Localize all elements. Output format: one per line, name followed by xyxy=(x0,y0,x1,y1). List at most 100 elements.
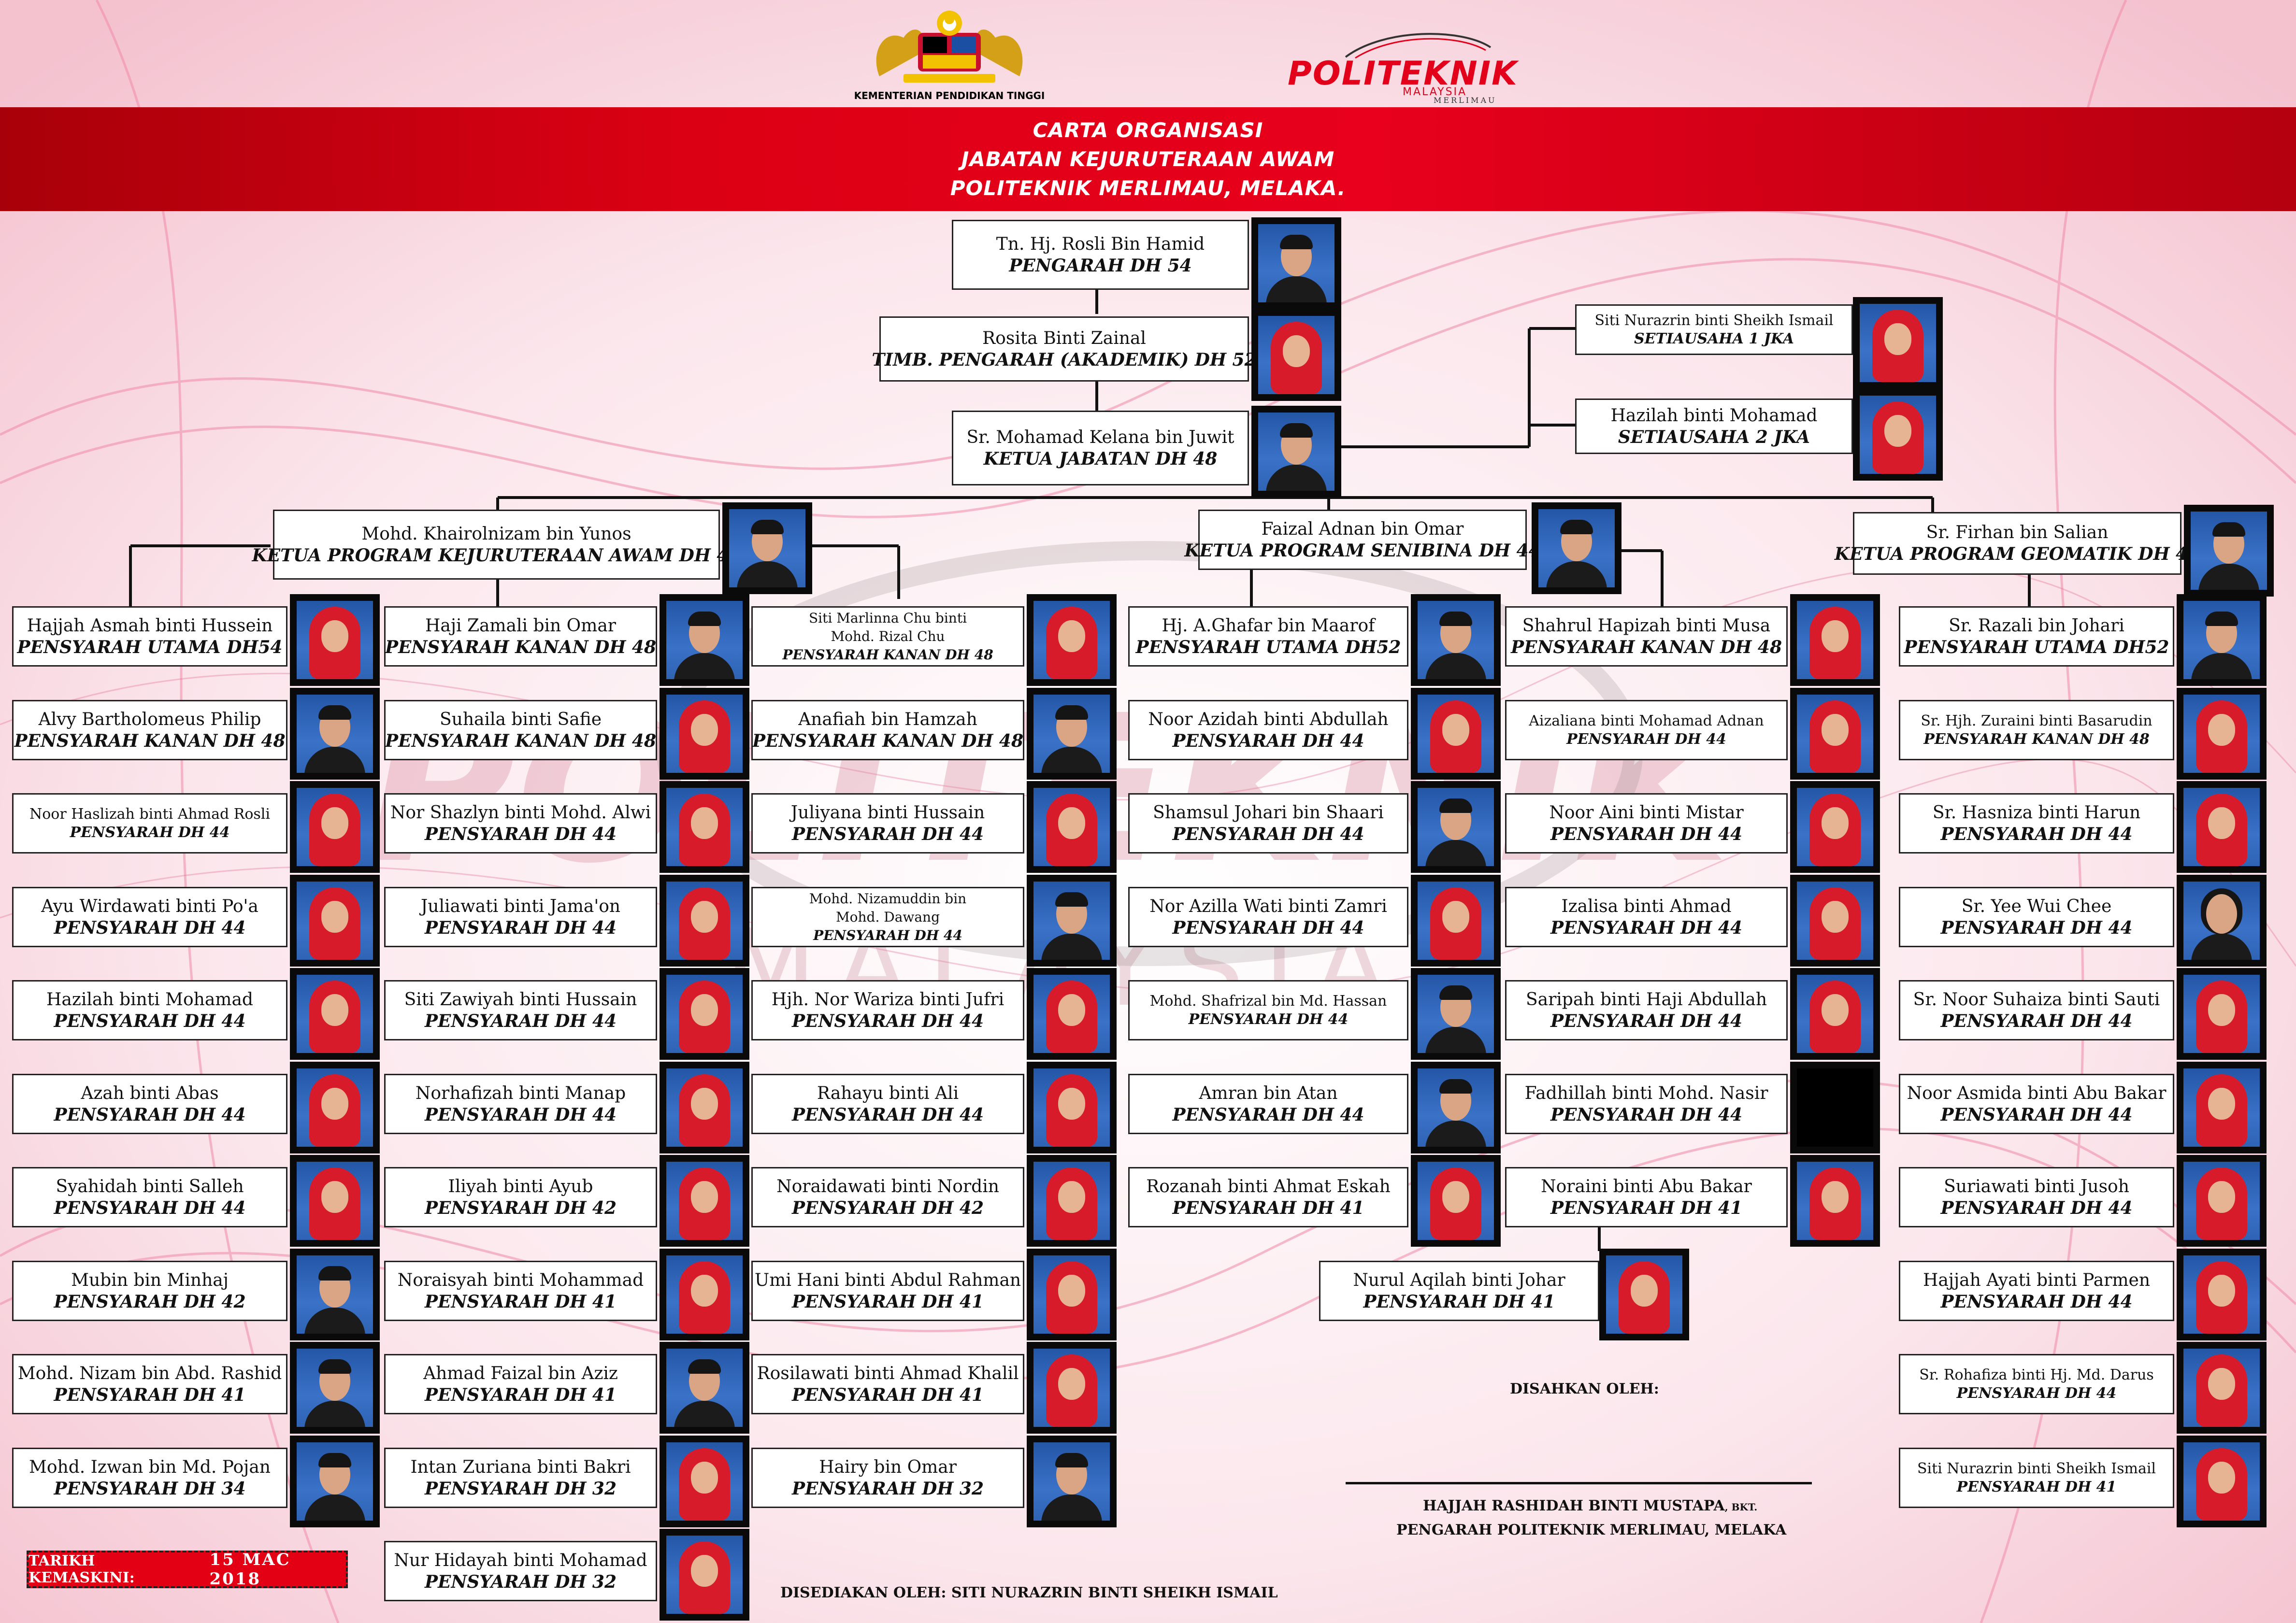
position-title: PENSYARAH KANAN DH 48 xyxy=(782,646,993,663)
position-title: PENSYARAH DH 44 xyxy=(1550,917,1742,938)
person-name: Rosita Binti Zainal xyxy=(982,328,1146,348)
position-title: PENSYARAH DH 44 xyxy=(424,1011,617,1031)
secretary-2-photo xyxy=(1853,389,1943,481)
position-title: PENSYARAH DH 44 xyxy=(54,1011,246,1031)
lecturer-photo xyxy=(2177,875,2267,967)
lecturer-photo xyxy=(2177,781,2267,873)
position-title: PENSYARAH DH 44 xyxy=(1940,824,2133,844)
lecturer-photo xyxy=(1027,1062,1117,1153)
position-title: PENSYARAH DH 41 xyxy=(1550,1197,1742,1218)
person-name: Noor Aini binti Mistar xyxy=(1549,802,1744,823)
lecturer-photo xyxy=(290,1342,380,1434)
position-title: TIMB. PENGARAH (AKADEMIK) DH 52 xyxy=(872,349,1257,370)
person-name: Hajjah Asmah binti Hussein xyxy=(27,615,273,636)
logo-swoosh-icon xyxy=(1345,33,1492,59)
lecturer-photo xyxy=(660,875,749,967)
position-title: PENSYARAH UTAMA DH54 xyxy=(17,637,283,657)
lecturer-photo xyxy=(290,968,380,1060)
program-head-photo-2 xyxy=(1532,502,1622,594)
person-name: Hjh. Nor Wariza binti Jufri xyxy=(771,989,1004,1010)
person-name: Siti Nurazrin binti Sheikh Ismail xyxy=(1594,312,1834,329)
lecturer-photo xyxy=(1599,1249,1689,1340)
update-date-label: TARIKH KEMASKINI: xyxy=(29,1552,135,1586)
secretary-1-photo xyxy=(1853,297,1943,389)
program-head-photo-1 xyxy=(722,502,812,594)
position-title: PENSYARAH KANAN DH 48 xyxy=(385,730,657,751)
lecturer-photo xyxy=(290,1436,380,1527)
position-title: PENSYARAH DH 44 xyxy=(1940,1291,2133,1312)
lecturer-photo xyxy=(1027,968,1117,1060)
lecturer-photo xyxy=(290,594,380,686)
lecturer-photo xyxy=(1027,1436,1117,1527)
person-name: Sr. Razali bin Johari xyxy=(1949,615,2124,636)
lecturer-photo xyxy=(660,1155,749,1247)
position-title: PENSYARAH KANAN DH 48 xyxy=(14,730,286,751)
lecturer-photo xyxy=(2177,968,2267,1060)
lecturer-photo xyxy=(660,1062,749,1153)
person-name: Mohd. Shafrizal bin Md. Hassan xyxy=(1149,992,1387,1010)
position-title: PENSYARAH DH 41 xyxy=(1363,1291,1555,1312)
lecturer-photo xyxy=(660,968,749,1060)
position-title: PENSYARAH DH 41 xyxy=(791,1291,984,1312)
lecturer-photo xyxy=(2177,1062,2267,1153)
lecturer-photo xyxy=(1411,688,1501,780)
position-title: PENSYARAH DH 41 xyxy=(791,1384,984,1405)
position-title: PENSYARAH DH 44 xyxy=(1940,1197,2133,1218)
person-name: Shamsul Johari bin Shaari xyxy=(1153,802,1384,823)
lecturer-photo xyxy=(660,1342,749,1434)
position-title: PENSYARAH DH 42 xyxy=(791,1197,984,1218)
position-title: PENSYARAH KANAN DH 48 xyxy=(1510,637,1782,657)
position-title: PENSYARAH DH 44 xyxy=(54,1104,246,1125)
lecturer-photo xyxy=(290,781,380,873)
title-line-3: POLITEKNIK MERLIMAU, MELAKA. xyxy=(950,176,1346,200)
approver-name: HAJJAH RASHIDAH BINTI MUSTAPA, BKT. xyxy=(1423,1497,1758,1514)
lecturer-photo xyxy=(1790,781,1880,873)
position-title: PENSYARAH DH 44 xyxy=(813,927,962,943)
position-title: PENSYARAH DH 44 xyxy=(791,1104,984,1125)
person-name: Siti Nurazrin binti Sheikh Ismail xyxy=(1917,1460,2156,1477)
person-name: Shahrul Hapizah binti Musa xyxy=(1522,615,1771,636)
person-name: Faizal Adnan bin Omar xyxy=(1261,519,1464,539)
ministry-label: KEMENTERIAN PENDIDIKAN TINGGI xyxy=(854,90,1045,101)
position-title: PENSYARAH DH 44 xyxy=(54,917,246,938)
person-name: Noor Asmida binti Abu Bakar xyxy=(1907,1083,2167,1103)
lecturer-photo xyxy=(1790,688,1880,780)
lecturer-photo xyxy=(1790,1155,1880,1247)
lecturer-photo xyxy=(2177,688,2267,780)
position-title: KETUA PROGRAM GEOMATIK DH 44 xyxy=(1834,544,2200,564)
position-title: PENSYARAH KANAN DH 48 xyxy=(752,730,1024,751)
person-name: Sr. Mohamad Kelana bin Juwit xyxy=(966,427,1234,447)
person-name: Haji Zamali bin Omar xyxy=(425,615,617,636)
person-name: Mohd. Nizam bin Abd. Rashid xyxy=(17,1363,282,1383)
person-name: Hazilah binti Mohamad xyxy=(1610,405,1818,426)
lecturer-photo xyxy=(2177,1342,2267,1434)
signature-line xyxy=(1346,1482,1812,1484)
position-title: PENSYARAH DH 44 xyxy=(1550,1104,1742,1125)
lecturer-photo xyxy=(660,1249,749,1340)
position-title: PENSYARAH KANAN DH 48 xyxy=(1923,730,2150,748)
lecturer-photo xyxy=(290,1062,380,1153)
approver-title: PENGARAH POLITEKNIK MERLIMAU, MELAKA xyxy=(1396,1522,1787,1538)
person-name: Rozanah binti Ahmat Eskah xyxy=(1146,1176,1391,1196)
position-title: PENSYARAH UTAMA DH52 xyxy=(1904,637,2169,657)
person-name: Izalisa binti Ahmad xyxy=(1561,896,1732,916)
position-title: PENSYARAH DH 44 xyxy=(791,1011,984,1031)
